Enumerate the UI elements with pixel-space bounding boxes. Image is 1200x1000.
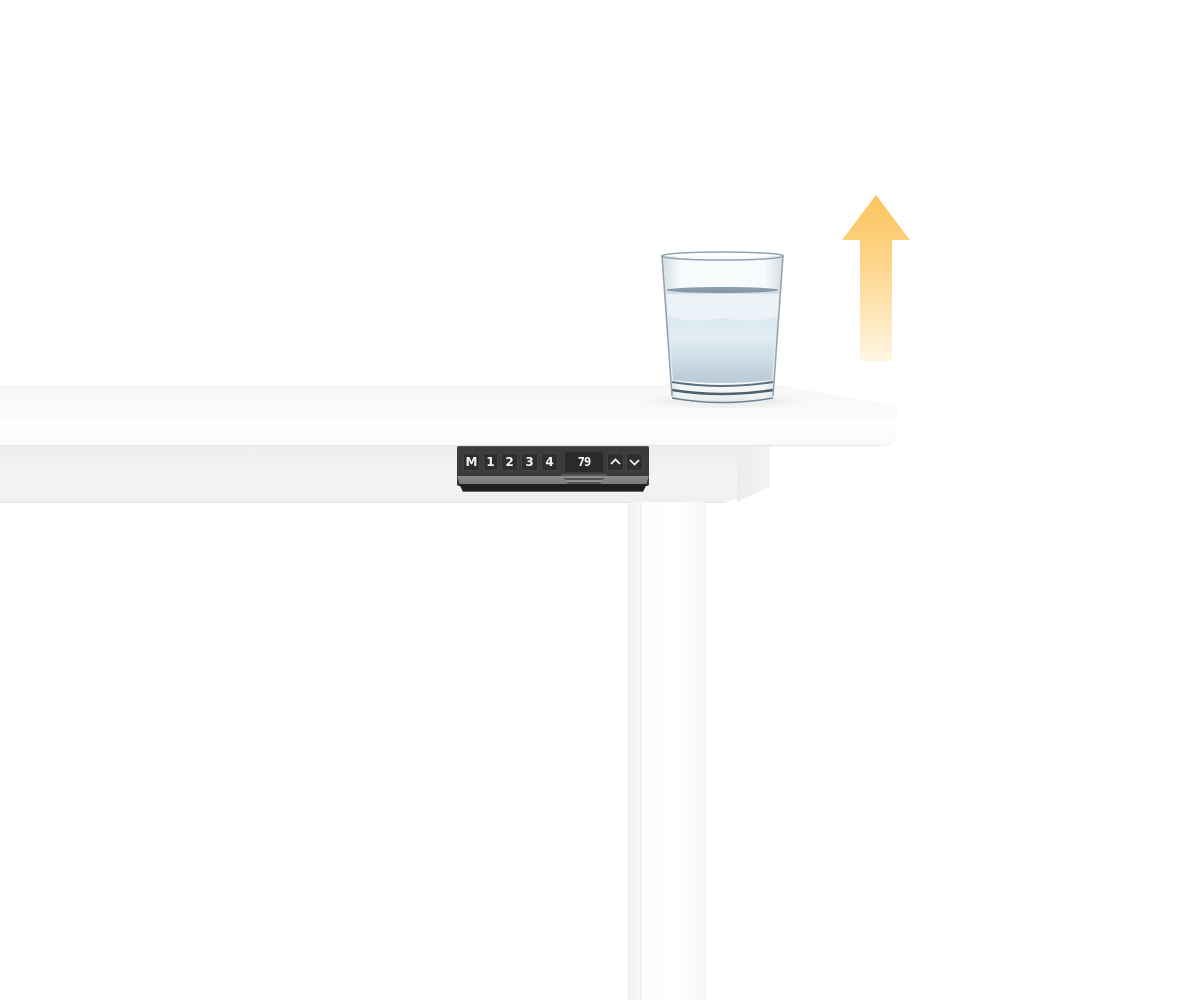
desk-frame-bracket — [737, 446, 770, 502]
chevron-down-icon — [629, 459, 640, 466]
preset-1-button[interactable]: 1 — [483, 453, 498, 471]
desktop-front-edge — [0, 420, 897, 446]
preset-2-button[interactable]: 2 — [501, 453, 518, 471]
desk-frame-crossbar — [0, 446, 770, 503]
desk-leg — [628, 502, 706, 1000]
height-up-button[interactable] — [607, 453, 624, 471]
control-panel-grille — [561, 474, 607, 484]
water-glass-icon — [660, 251, 785, 406]
height-control-panel: M 1 2 3 4 79 — [457, 446, 649, 492]
arrow-up-icon — [842, 195, 910, 361]
height-display: 79 — [565, 452, 603, 472]
preset-3-button[interactable]: 3 — [521, 453, 538, 471]
chevron-up-icon — [610, 458, 621, 465]
memory-button[interactable]: M — [463, 453, 480, 471]
desk-leg-edge — [640, 502, 641, 1000]
control-panel-base — [459, 484, 647, 491]
preset-4-button[interactable]: 4 — [541, 453, 558, 471]
height-down-button[interactable] — [626, 453, 643, 471]
